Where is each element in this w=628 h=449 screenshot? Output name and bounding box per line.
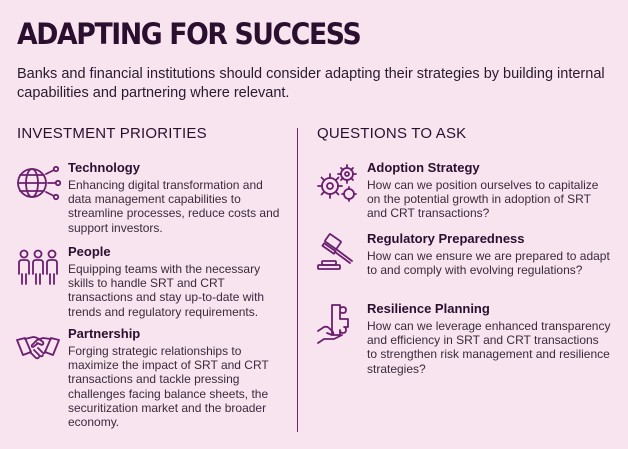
gavel-icon	[314, 231, 360, 277]
question-body: How can we leverage enhanced transparenc…	[367, 319, 611, 376]
puzzle-hand-icon	[314, 301, 360, 347]
question-body: How can we ensure we are prepared to ada…	[367, 249, 610, 278]
priority-item-people: People Equipping teams with the necessar…	[15, 244, 290, 324]
handshake-icon	[15, 326, 61, 372]
priority-title: Technology	[68, 160, 140, 175]
gears-icon	[314, 160, 360, 206]
priority-body: Forging strategic relationships to maxim…	[68, 344, 269, 430]
question-title: Resilience Planning	[367, 301, 490, 316]
question-title: Adoption Strategy	[367, 160, 480, 175]
priority-item-technology: Technology Enhancing digital transformat…	[15, 160, 290, 240]
priority-item-partnership: Partnership Forging strategic relationsh…	[15, 326, 290, 436]
question-body: How can we position ourselves to capital…	[367, 178, 599, 221]
column-divider	[297, 128, 298, 432]
page-subtitle: Banks and financial institutions should …	[17, 66, 605, 101]
digital-globe-icon	[15, 160, 61, 206]
page-title: ADAPTING FOR SUCCESS	[17, 17, 362, 51]
priority-title: Partnership	[68, 326, 141, 341]
question-item-regulatory-preparedness: Regulatory Preparedness How can we ensur…	[314, 231, 619, 297]
question-item-adoption-strategy: Adoption Strategy How can we position ou…	[314, 160, 619, 226]
priority-body: Enhancing digital transformation and dat…	[68, 178, 280, 235]
priority-title: People	[68, 244, 111, 259]
priority-body: Equipping teams with the necessary skill…	[68, 262, 265, 319]
question-title: Regulatory Preparedness	[367, 231, 525, 246]
investment-priorities-heading: INVESTMENT PRIORITIES	[17, 125, 207, 142]
team-people-icon	[15, 244, 61, 290]
questions-to-ask-heading: QUESTIONS TO ASK	[317, 125, 467, 142]
question-item-resilience-planning: Resilience Planning How can we leverage …	[314, 301, 619, 381]
